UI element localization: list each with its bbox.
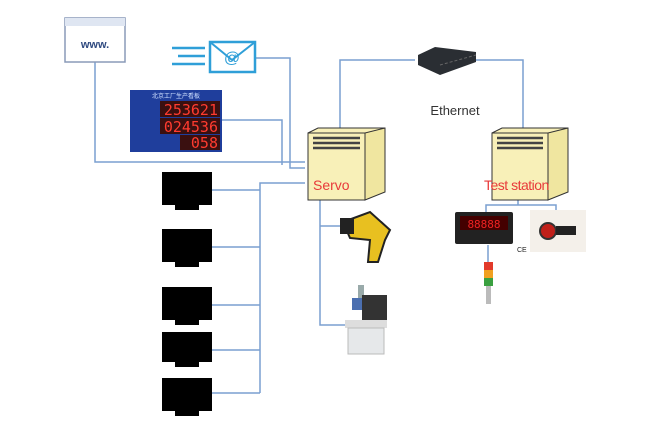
servo-label: Servo [313,177,350,193]
monitor-icon [162,229,212,267]
monitor-icon [162,287,212,325]
wire-email-servo [255,57,305,169]
stack-light-icon [484,262,493,304]
barcode-scanner-icon [340,210,392,263]
wire-monitor-bus [259,182,305,393]
led-display-board: 北京工厂生产看板 253621 024536 058 [130,90,222,152]
connection-wires [94,57,557,394]
board-header: 北京工厂生产看板 [152,92,200,100]
browser-text: www. [80,39,109,51]
wire-ethernet [339,59,524,128]
monitor-icon [162,332,212,367]
network-switch-icon [418,47,477,75]
monitors [162,172,212,416]
laser-marker-icon [345,285,387,355]
monitor-icon [162,378,212,416]
board-row-1: 253621 [164,101,218,119]
board-row-2: 024536 [164,118,218,136]
wire-browser-servo [94,62,305,163]
svg-text:@: @ [224,50,240,67]
board-row-3: 058 [191,134,218,152]
browser-window-icon: www. [64,17,126,63]
push-button-icon [530,210,586,252]
test-station-label: Test station [484,177,549,193]
svg-text:88888: 88888 [467,218,500,231]
svg-text:CE: CE [517,247,527,254]
monitor-icon [162,172,212,210]
email-icon: @ [172,40,257,74]
wire-monitors [212,189,260,394]
servo-tower: Servo [307,127,386,201]
wire-board-servo [222,119,283,165]
ethernet-label: Ethernet [430,103,480,118]
test-station-tower: Test station [484,127,569,201]
panel-meter-icon: 88888 CE [455,212,527,254]
